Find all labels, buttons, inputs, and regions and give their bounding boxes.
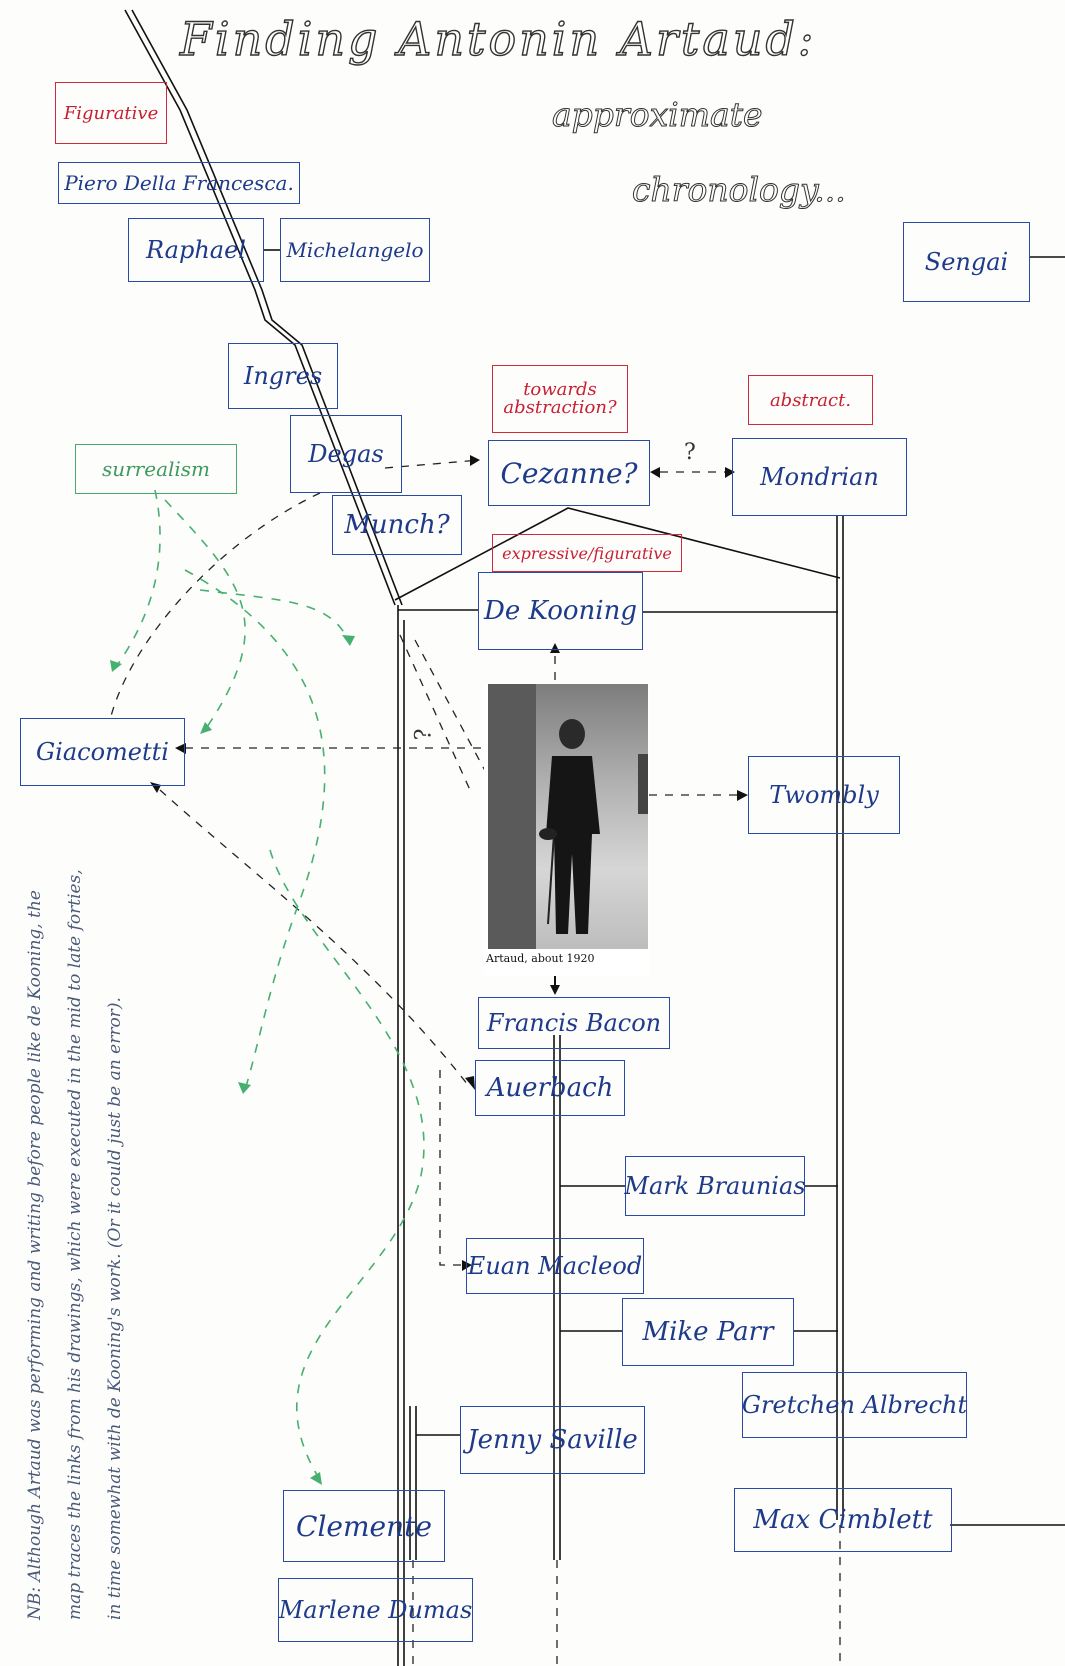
artist-de-kooning: De Kooning	[478, 572, 643, 650]
artist-degas: Degas	[290, 415, 402, 493]
artist-piero-della-francesca: Piero Della Francesca.	[58, 162, 300, 204]
subtitle-line-2: chronology...	[632, 170, 847, 210]
artist-giacometti: Giacometti	[20, 718, 185, 786]
label-expressive-figurative: expressive/figurative	[492, 534, 682, 572]
artist-auerbach: Auerbach	[475, 1060, 625, 1116]
surrealism-curve-1	[114, 489, 161, 669]
artist-mark-braunias: Mark Braunias	[624, 1156, 806, 1216]
question-mark-cezanne-mondrian: ?	[684, 440, 696, 465]
surrealism-curve-3	[199, 589, 349, 641]
question-mark-giacometti: ?	[411, 728, 437, 741]
photo-caption: Artaud, about 1920	[486, 952, 595, 965]
cezanne-roof	[394, 507, 841, 601]
label-figurative: Figurative	[55, 82, 167, 144]
degas-giacometti-link	[109, 492, 321, 721]
handwritten-note: NB: Although Artaud was performing and w…	[25, 869, 125, 1620]
artist-raphael: Raphael	[128, 218, 264, 282]
artist-clemente: Clemente	[283, 1490, 445, 1562]
label-surrealism: surrealism	[75, 444, 237, 494]
surrealism-curve-5	[269, 849, 425, 1481]
artist-mike-parr: Mike Parr	[622, 1298, 794, 1366]
artist-gretchen-albrecht: Gretchen Albrecht	[742, 1372, 967, 1438]
artaud-photograph: Artaud, about 1920	[484, 684, 649, 976]
page-title: Finding Antonin Artaud:	[179, 11, 817, 66]
artist-marlene-dumas: Marlene Dumas	[278, 1578, 473, 1642]
artist-munch: Munch?	[332, 495, 462, 555]
artaud-figure-image	[488, 684, 648, 949]
main-lineage-line	[124, 9, 396, 606]
artist-euan-macleod: Euan Macleod	[466, 1238, 644, 1294]
artist-ingres: Ingres	[228, 343, 338, 409]
artist-mondrian: Mondrian	[732, 438, 907, 516]
artist-jenny-saville: Jenny Saville	[460, 1406, 645, 1474]
artist-twombly: Twombly	[748, 756, 900, 834]
artist-francis-bacon: Francis Bacon	[478, 997, 670, 1049]
artist-cezanne: Cezanne?	[488, 440, 650, 506]
artist-max-cimblett: Max Cimblett	[734, 1488, 952, 1552]
artist-michelangelo: Michelangelo	[280, 218, 430, 282]
subtitle-line-1: approximate	[552, 95, 763, 135]
label-towards-abstraction: towards abstraction?	[492, 365, 628, 433]
surrealism-curve-2	[164, 499, 246, 731]
label-abstract: abstract.	[748, 375, 873, 425]
artist-sengai: Sengai	[903, 222, 1030, 302]
surrealism-curve-4	[184, 569, 326, 1091]
artaud-figure-icon	[488, 684, 648, 949]
